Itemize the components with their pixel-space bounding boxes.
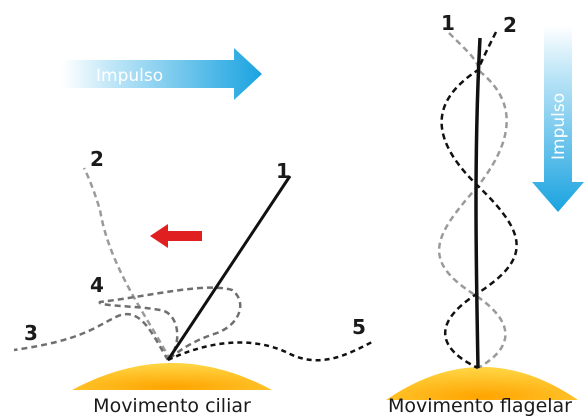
cilium-position-4 bbox=[98, 286, 242, 361]
impulse-label-vertical: Impulso bbox=[549, 93, 569, 160]
stroke-label-2: 2 bbox=[503, 13, 517, 37]
cell-surface-ciliary bbox=[72, 363, 272, 390]
flagellar-caption: Movimento flagelar bbox=[388, 395, 572, 417]
position-label-2: 2 bbox=[90, 147, 104, 171]
cilium-position-1 bbox=[166, 175, 292, 361]
position-label-3: 3 bbox=[24, 321, 38, 345]
cilium-position-5 bbox=[167, 340, 373, 362]
ciliary-panel: Impulso 1 2 3 4 5 Movimento ciliar bbox=[13, 48, 373, 417]
impulse-arrow-vertical: Impulso bbox=[532, 26, 584, 212]
return-arrow bbox=[150, 224, 202, 248]
position-label-5: 5 bbox=[352, 315, 366, 339]
flagellum-wave-1 bbox=[437, 32, 508, 370]
ciliary-caption: Movimento ciliar bbox=[93, 395, 251, 417]
flagellum-shaft bbox=[474, 37, 482, 369]
stroke-label-1: 1 bbox=[441, 11, 455, 35]
impulse-arrow-horizontal: Impulso bbox=[62, 48, 262, 100]
cell-surface-flagellar bbox=[386, 367, 578, 400]
cilium-position-2 bbox=[82, 167, 172, 361]
impulse-label-horizontal: Impulso bbox=[96, 66, 163, 86]
position-label-4: 4 bbox=[90, 273, 104, 297]
position-label-1: 1 bbox=[276, 159, 290, 183]
flagellar-panel: Impulso 1 2 Movimento flagelar bbox=[386, 11, 584, 417]
cilium-position-3 bbox=[13, 312, 170, 361]
